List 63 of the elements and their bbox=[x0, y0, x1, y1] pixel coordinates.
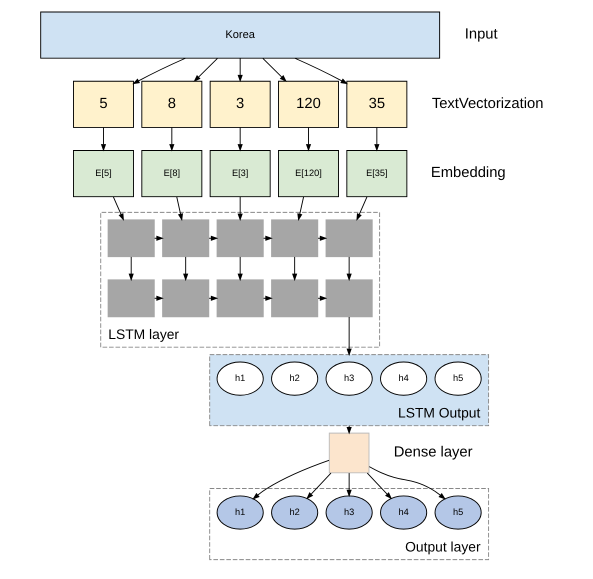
node-ellipse: h2 bbox=[271, 495, 318, 530]
arrow bbox=[100, 127, 106, 152]
node-ellipse: h3 bbox=[326, 495, 373, 530]
arrow bbox=[183, 256, 188, 282]
node-box bbox=[108, 219, 155, 258]
node-label: Embedding bbox=[430, 165, 506, 182]
node-box bbox=[328, 432, 370, 474]
node-box bbox=[271, 219, 318, 258]
arrow bbox=[292, 256, 298, 282]
arrow bbox=[238, 256, 243, 282]
node-box bbox=[162, 279, 210, 318]
arrow bbox=[346, 316, 352, 356]
arrow bbox=[132, 58, 186, 84]
node-box bbox=[162, 219, 210, 258]
arrow bbox=[306, 472, 332, 500]
node-ellipse: h1 bbox=[216, 495, 264, 530]
node-box: E[120] bbox=[278, 150, 339, 198]
arrow bbox=[238, 196, 243, 222]
arrow bbox=[374, 127, 380, 152]
node-label: TextVectorization bbox=[432, 96, 544, 112]
node-box: 8 bbox=[141, 80, 202, 128]
arrow bbox=[252, 460, 330, 500]
node-ellipse: h2 bbox=[271, 362, 318, 396]
node-box: 5 bbox=[73, 80, 134, 128]
arrow bbox=[169, 127, 174, 152]
arrow bbox=[346, 256, 352, 282]
arrow bbox=[346, 472, 352, 498]
node-box: 35 bbox=[346, 80, 408, 128]
node-label: Input bbox=[464, 26, 498, 43]
arrow bbox=[294, 58, 348, 84]
arrow bbox=[366, 472, 392, 500]
node-box bbox=[108, 279, 155, 318]
arrow bbox=[297, 196, 304, 221]
node-ellipse: h4 bbox=[380, 495, 428, 530]
node-ellipse: h5 bbox=[434, 495, 482, 530]
node-box: 120 bbox=[278, 80, 339, 128]
node-box bbox=[326, 219, 373, 258]
node-ellipse: h4 bbox=[380, 362, 428, 396]
node-box: E[35] bbox=[346, 150, 408, 198]
arrow bbox=[238, 58, 243, 82]
node-ellipse: h5 bbox=[434, 362, 482, 396]
node-box: Korea bbox=[40, 12, 440, 59]
arrow bbox=[346, 425, 352, 434]
node-box bbox=[216, 219, 264, 258]
arrow bbox=[193, 58, 218, 82]
node-box bbox=[216, 279, 264, 318]
arrow bbox=[128, 256, 134, 282]
node-ellipse: h1 bbox=[216, 362, 264, 396]
arrow bbox=[238, 127, 243, 152]
arrow bbox=[262, 58, 287, 82]
arrow bbox=[368, 466, 446, 500]
arrow bbox=[112, 196, 124, 221]
node-box: E[8] bbox=[141, 150, 202, 198]
node-box: E[5] bbox=[73, 150, 134, 198]
node-label: Dense layer bbox=[394, 444, 473, 460]
node-ellipse: h3 bbox=[326, 362, 373, 396]
arrow bbox=[306, 127, 312, 152]
node-box bbox=[326, 279, 373, 318]
arrow bbox=[176, 196, 184, 221]
node-box: 3 bbox=[210, 80, 271, 128]
node-box: E[3] bbox=[210, 150, 271, 198]
node-box bbox=[271, 279, 318, 318]
arrow bbox=[356, 196, 368, 221]
